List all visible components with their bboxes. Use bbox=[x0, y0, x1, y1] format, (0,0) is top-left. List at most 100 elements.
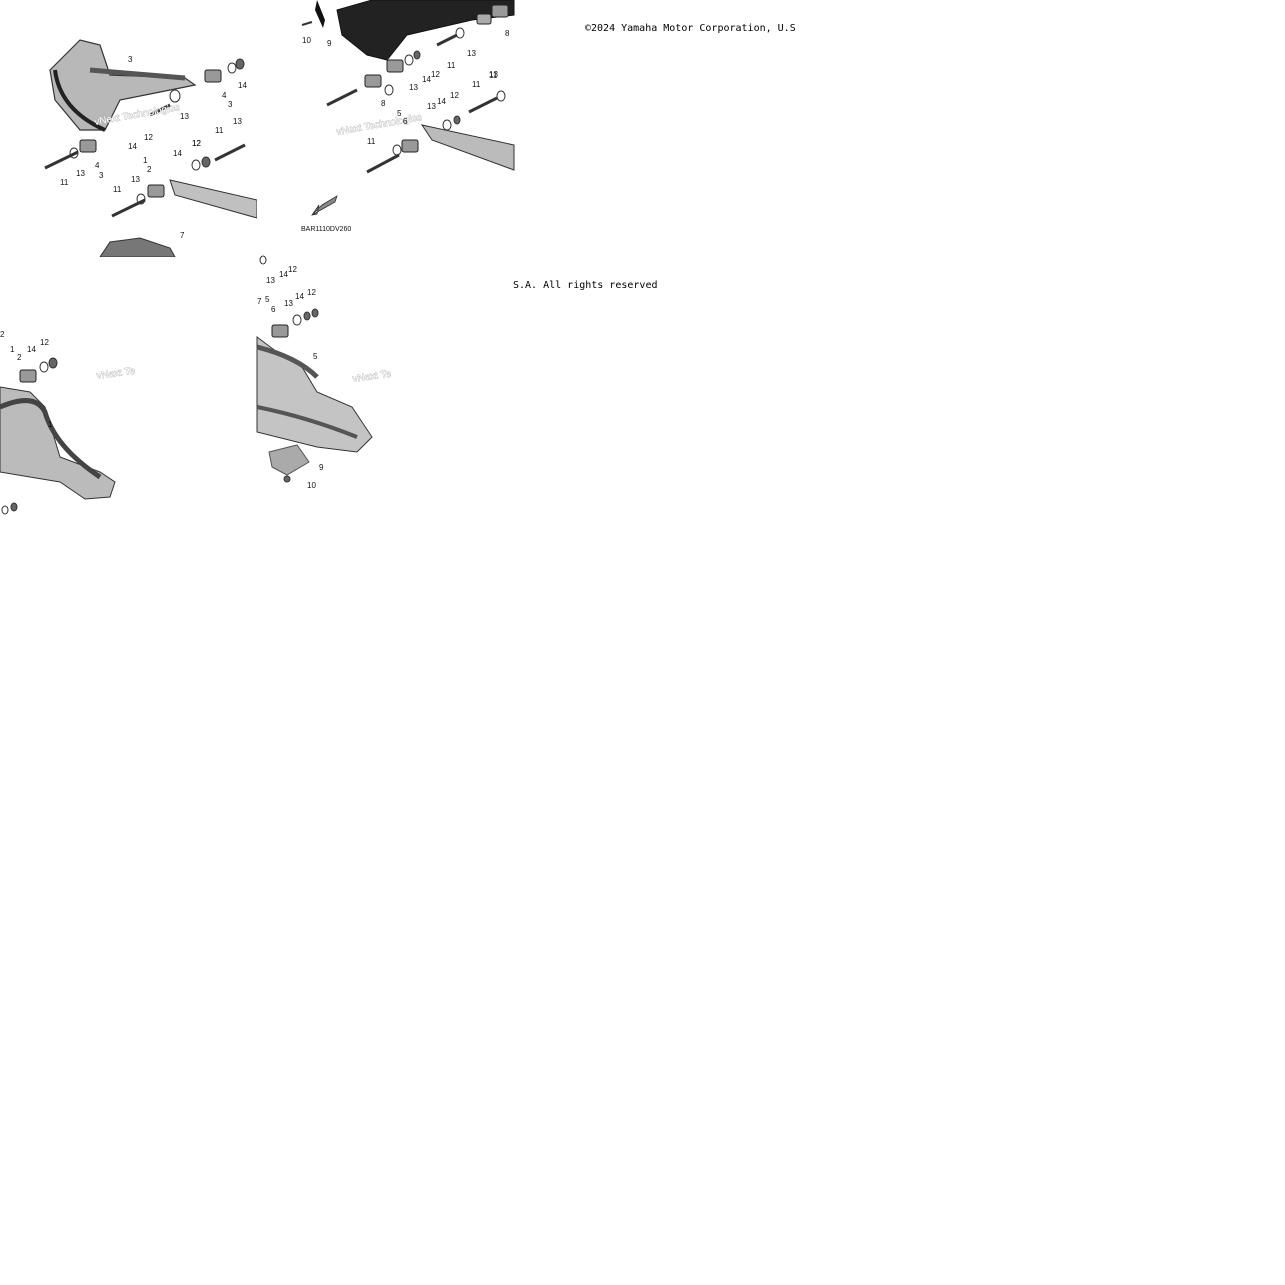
callout-label: 7 bbox=[257, 297, 262, 306]
callout-label: 6 bbox=[403, 117, 408, 126]
diagram-tile-upper-arm-detail: vNext Te 13 14 12 7 5 6 13 14 12 5 9 10 bbox=[256, 255, 514, 514]
bushing-part-2 bbox=[476, 13, 492, 25]
callout-label: 13 bbox=[409, 83, 418, 92]
nut-part-2 bbox=[201, 156, 211, 168]
watermark-text: vNext Te bbox=[96, 366, 136, 382]
lower-arm-part bbox=[0, 386, 116, 500]
diagram-code: BAR1110DV260 bbox=[301, 226, 351, 233]
callout-label: 2 bbox=[0, 330, 5, 339]
callout-label: 10 bbox=[302, 36, 311, 45]
upper-arm-tube-2 bbox=[256, 405, 358, 439]
upper-arm-part bbox=[336, 0, 515, 61]
bushing-part-4 bbox=[386, 59, 404, 73]
callout-label: 14 bbox=[422, 75, 431, 84]
callout-label: 13 bbox=[76, 169, 85, 178]
callout-label: 1 bbox=[48, 420, 53, 429]
screw-part bbox=[301, 21, 313, 26]
callout-label: 12 bbox=[450, 91, 459, 100]
bolt-part-2 bbox=[366, 153, 400, 174]
lower-arm-tube bbox=[0, 398, 102, 480]
callout-label: 10 bbox=[307, 481, 316, 490]
bolt-part-4 bbox=[436, 33, 458, 47]
nut-part-2 bbox=[10, 502, 18, 512]
callout-label: 4 bbox=[222, 91, 227, 100]
callout-label: 13 bbox=[489, 70, 498, 79]
upper-arm-segment bbox=[169, 179, 258, 219]
callout-label: 8 bbox=[381, 99, 386, 108]
guard-part bbox=[315, 0, 325, 28]
callout-label: 12 bbox=[192, 139, 201, 148]
nut-part bbox=[48, 357, 58, 369]
callout-label: 11 bbox=[367, 137, 376, 146]
callout-label: 2 bbox=[17, 353, 22, 362]
upper-arm-diagram: vNext Technologies BAR1110DV260 10 9 13 … bbox=[301, 0, 515, 233]
callout-label: 11 bbox=[472, 80, 481, 89]
callout-label: 13 bbox=[467, 49, 476, 58]
washer-part-2 bbox=[169, 89, 181, 103]
copyright-text-continued: S.A. All rights reserved bbox=[513, 280, 658, 291]
callout-label: 5 bbox=[397, 109, 402, 118]
callout-label: 14 bbox=[128, 142, 137, 151]
watermark-text: vNext Technologies bbox=[336, 112, 423, 138]
washer-part-2 bbox=[404, 54, 414, 66]
callout-label: 14 bbox=[173, 149, 182, 158]
callout-label: 3 bbox=[128, 55, 133, 64]
callout-label: 2 bbox=[147, 165, 152, 174]
callout-label: 1 bbox=[10, 345, 15, 354]
callout-label: 14 bbox=[27, 345, 36, 354]
callout-label: 9 bbox=[319, 463, 324, 472]
washer-part bbox=[227, 62, 237, 74]
washer-part-4 bbox=[136, 193, 146, 205]
callout-label: 11 bbox=[215, 126, 224, 135]
bushing-part bbox=[19, 369, 37, 383]
callout-label: 11 bbox=[113, 185, 122, 194]
callout-label: 13 bbox=[266, 276, 275, 285]
nut-part bbox=[413, 50, 421, 60]
washer-part-3 bbox=[384, 84, 394, 96]
washer-part bbox=[455, 27, 465, 39]
washer-part-3 bbox=[191, 159, 201, 171]
upper-arm-detail-diagram: vNext Te 13 14 12 7 5 6 13 14 12 5 9 10 bbox=[256, 255, 392, 490]
washer-part-2 bbox=[259, 255, 267, 265]
callout-label: 8 bbox=[505, 29, 510, 38]
nut-part-2 bbox=[453, 115, 461, 125]
callout-label: 13 bbox=[284, 299, 293, 308]
lower-arm-tube bbox=[53, 69, 106, 132]
callout-label: 9 bbox=[327, 39, 332, 48]
bolt-part-2 bbox=[111, 198, 146, 218]
bolt-part-3 bbox=[468, 96, 498, 114]
diagram-tile-upper-arm: vNext Technologies BAR1110DV260 10 9 13 … bbox=[257, 0, 515, 257]
bolt-part bbox=[44, 150, 79, 170]
bushing-part-3 bbox=[147, 184, 165, 198]
callout-label: 14 bbox=[279, 270, 288, 279]
bracket-part bbox=[99, 237, 176, 258]
callout-label: 6 bbox=[271, 305, 276, 314]
upper-arm-tube bbox=[256, 344, 319, 379]
diagram-tile-lower-arm-detail: vNext Te 2 1 2 14 12 1 bbox=[0, 257, 257, 515]
callout-label: 12 bbox=[192, 139, 201, 148]
washer-part-5 bbox=[69, 147, 79, 159]
bushing-part bbox=[204, 69, 222, 83]
callout-label: 14 bbox=[295, 292, 304, 301]
callout-label: 11 bbox=[60, 178, 69, 187]
callout-label: 3 bbox=[99, 171, 104, 180]
bushing-part-2 bbox=[79, 139, 97, 153]
bolt-part-4 bbox=[149, 103, 171, 117]
washer-part-2 bbox=[1, 505, 9, 515]
nut-part-2 bbox=[311, 308, 319, 318]
bushing-part bbox=[491, 4, 509, 18]
callout-label: 14 bbox=[238, 81, 247, 90]
callout-label: 4 bbox=[95, 161, 100, 170]
diagram-tile-lower-arm: vNext Technologies 3 13 14 4 3 12 14 12 … bbox=[0, 0, 258, 258]
callout-label: 12 bbox=[40, 338, 49, 347]
callout-label: 11 bbox=[447, 61, 456, 70]
callout-label: 12 bbox=[307, 288, 316, 297]
washer-part-5 bbox=[496, 90, 506, 102]
callout-label: 13 bbox=[427, 102, 436, 111]
callout-label: 3 bbox=[228, 100, 233, 109]
callout-label: 12 bbox=[288, 265, 297, 274]
skid-plate-part bbox=[268, 444, 310, 476]
nut-part bbox=[303, 311, 311, 321]
washer-part bbox=[292, 314, 302, 326]
washer-part bbox=[39, 361, 49, 373]
